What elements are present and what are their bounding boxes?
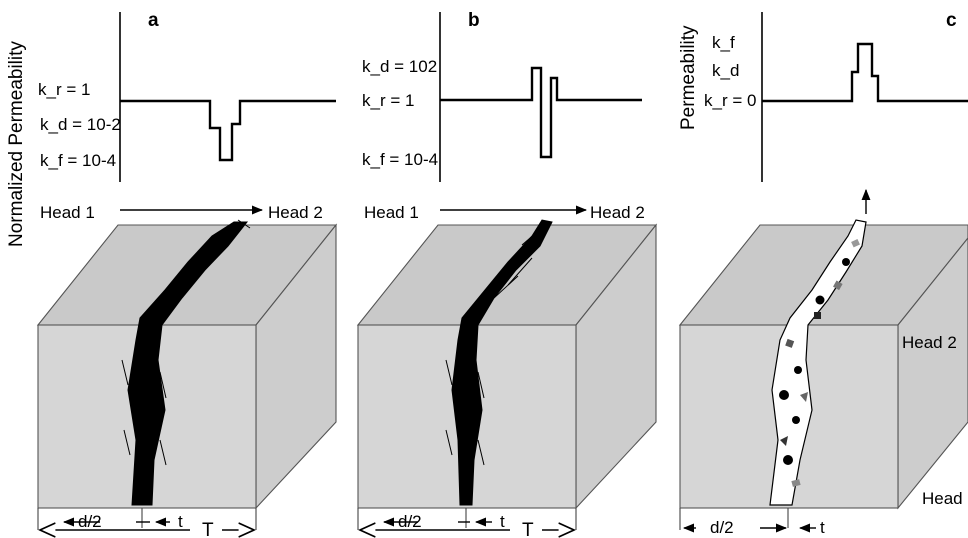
level-label-kd: k_d = 10-2: [40, 115, 121, 134]
panel-b: b k_d = 102 k_r = 1 k_f = 10-4 Head 1 He…: [356, 10, 658, 538]
dim-total-label-b: T: [522, 520, 534, 538]
shear-marks-b: [445, 225, 545, 466]
head-2-label-b: Head 2: [590, 203, 645, 222]
permeability-profile-c: [762, 42, 968, 103]
head-top-label-c: Head 2: [902, 333, 957, 352]
head-2-label-a: Head 2: [268, 203, 323, 222]
dim-half-width-label-b: d/2: [398, 512, 422, 531]
dim-half-width-label-a: d/2: [78, 512, 102, 531]
permeability-profile-a: [120, 99, 336, 162]
panel-letter-a: a: [148, 10, 159, 31]
dim-half-width-label-c: d/2: [710, 518, 734, 537]
panel-letter-b: b: [468, 10, 480, 31]
level-label-kf-b: k_f = 10-4: [362, 150, 438, 169]
panel-letter-c: c: [946, 10, 957, 31]
level-label-kf-c: k_f: [712, 33, 735, 52]
dim-core-label-b: t: [500, 512, 505, 531]
level-label-kd-b: k_d = 102: [362, 57, 437, 76]
head-1-label-b: Head 1: [364, 203, 419, 222]
level-label-kd-c: k_d: [712, 61, 739, 80]
level-label-kr-b: k_r = 1: [362, 91, 414, 110]
head-1-label-a: Head 1: [40, 203, 95, 222]
permeability-profile-b: [440, 66, 642, 159]
gouge-clasts-c: [779, 239, 860, 487]
fault-core-a: [127, 221, 249, 506]
shear-marks-a: [121, 219, 251, 466]
panel-c: c Permeability k_f k_d k_r = 0: [678, 10, 968, 537]
head-bottom-label-c: Head: [922, 489, 963, 508]
fault-core-b: [451, 219, 553, 506]
dim-core-label-a: t: [178, 512, 183, 531]
dim-core-label-c: t: [820, 518, 825, 537]
dim-total-label-a: T: [202, 520, 214, 538]
level-label-kr-c: k_r = 0: [704, 91, 756, 110]
fault-gouge-c: [769, 219, 867, 506]
level-label-kr: k_r = 1: [38, 80, 90, 99]
panel-a: a k_r = 1 k_d = 10-2 k_f = 10-4 Head 1 H…: [36, 10, 338, 538]
level-label-kf: k_f = 10-4: [40, 151, 116, 170]
y-axis-label-c: Permeability: [678, 25, 699, 130]
y-axis-label: Normalized Permeability: [6, 41, 27, 247]
